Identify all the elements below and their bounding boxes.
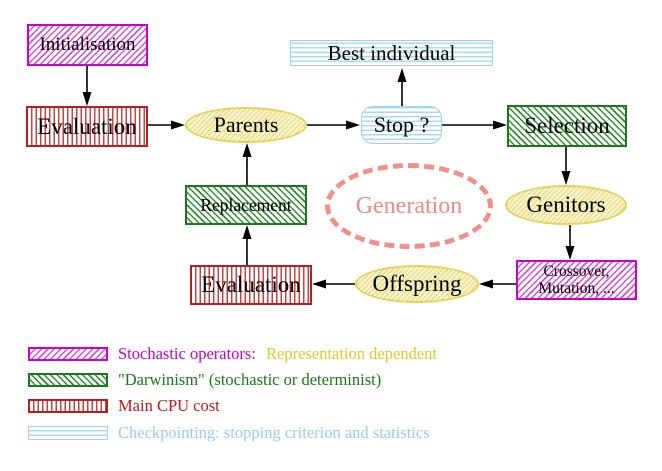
node-selection-label: Selection [524,113,610,138]
generation-label: Generation [355,192,463,219]
node-initialisation-label: Initialisation [39,34,136,55]
arrow-genitors-to-crossover [565,225,575,260]
node-genitors: Genitors [505,185,627,225]
arrow-evaluation-to-parents [148,120,185,130]
arrow-selection-to-genitors [561,147,571,185]
node-crossover-mutation: Crossover, Mutation, ... [516,260,637,300]
legend-label-main-cpu-cost: Main CPU cost [118,396,220,415]
legend-label-stochastic-operators: Stochastic operators: [118,344,256,363]
mutation-line: Mutation, ... [538,280,615,297]
legend-swatch-red-stripes [28,399,108,413]
legend-row-darwinism: "Darwinism" (stochastic or determinist) [28,370,381,390]
legend-swatch-magenta-hatch [28,347,108,361]
arrow-stop-to-best-individual [397,68,407,106]
arrow-stop-to-selection [442,120,507,130]
legend-text-main-cpu-cost: Main CPU cost [118,396,220,416]
node-replacement: Replacement [185,185,307,225]
arrow-evaluation-to-replacement [242,225,252,265]
arrow-parents-to-stop [307,120,360,130]
arrow-offspring-to-evaluation [312,279,355,289]
legend-text-stochastic-operators: Stochastic operators: Representation dep… [118,344,437,364]
legend-label-checkpointing: Checkpointing: stopping criterion and st… [118,423,430,442]
arrow-crossover-to-offspring [479,279,516,289]
node-evaluation-bottom: Evaluation [190,265,312,305]
node-evaluation-top-label: Evaluation [37,113,137,139]
legend-swatch-green-hatch [28,373,108,387]
node-replacement-label: Replacement [200,194,292,215]
node-parents-label: Parents [213,112,279,137]
node-stop-label: Stop ? [373,112,430,137]
node-genitors-label: Genitors [526,192,606,217]
legend-label-representation-dependent: Representation dependent [266,344,437,363]
legend-row-main-cpu-cost: Main CPU cost [28,396,220,416]
legend-row-stochastic-operators: Stochastic operators: Representation dep… [28,344,437,364]
node-initialisation: Initialisation [27,24,148,66]
legend-text-darwinism: "Darwinism" (stochastic or determinist) [118,370,381,390]
node-best-individual-label: Best individual [327,40,456,65]
legend-row-checkpointing: Checkpointing: stopping criterion and st… [28,423,430,443]
node-best-individual: Best individual [290,40,493,66]
node-offspring: Offspring [355,265,479,303]
node-offspring-label: Offspring [372,271,462,296]
node-crossover-mutation-label: Crossover, Mutation, ... [538,263,614,297]
node-stop: Stop ? [361,106,442,144]
legend-text-checkpointing: Checkpointing: stopping criterion and st… [118,423,430,443]
node-evaluation-top: Evaluation [26,106,148,147]
arrow-initialisation-to-evaluation [82,66,92,106]
crossover-line: Crossover, [543,263,610,280]
node-evaluation-bottom-label: Evaluation [201,272,301,297]
node-selection: Selection [507,105,627,147]
generation-loop-ellipse: Generation [325,163,493,249]
node-parents: Parents [185,107,307,143]
legend-label-darwinism: "Darwinism" (stochastic or determinist) [118,370,382,389]
arrow-replacement-to-parents [242,143,252,185]
legend-swatch-cyan-stripes [28,426,108,440]
